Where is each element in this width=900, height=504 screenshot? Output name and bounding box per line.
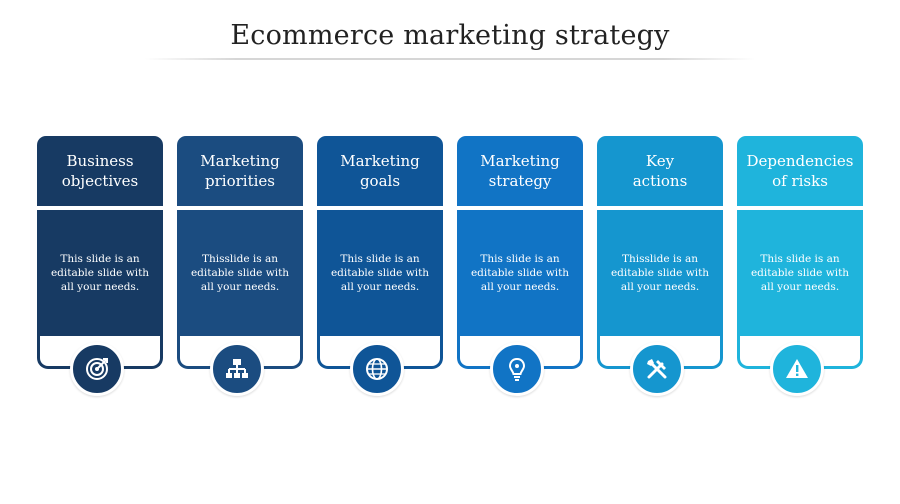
page-title: Ecommerce marketing strategy — [230, 20, 670, 51]
column-header-line2: of risks — [772, 172, 828, 190]
column-header-line1: Key — [645, 152, 675, 170]
column-body: Thisslide is an editable slide with all … — [597, 210, 723, 336]
column-header-line1: Marketing — [200, 152, 280, 170]
column-body-text: This slide is an editable slide with all… — [330, 253, 430, 293]
column-body: This slide is an editable slide with all… — [37, 210, 163, 336]
warning-icon — [770, 342, 824, 396]
column-body: This slide is an editable slide with all… — [737, 210, 863, 336]
column-header-line1: Marketing — [340, 152, 420, 170]
lightbulb-icon — [490, 342, 544, 396]
column-header: Marketing strategy — [457, 136, 583, 206]
column-body: Thisslide is an editable slide with all … — [177, 210, 303, 336]
column-body-text: This slide is an editable slide with all… — [470, 253, 570, 293]
column-marketing-goals: Marketing goals This slide is an editable… — [317, 136, 443, 396]
title-divider — [145, 58, 755, 60]
column-key-actions: Key actions Thisslide is an editable slid… — [597, 136, 723, 396]
column-header-line2: objectives — [61, 172, 139, 190]
column-marketing-strategy: Marketing strategy This slide is an edita… — [457, 136, 583, 396]
column-divider — [457, 206, 583, 210]
target-icon — [70, 342, 124, 396]
strategy-columns: Business objectives This slide is an edit… — [37, 136, 863, 396]
column-header-line2: goals — [359, 172, 401, 190]
column-header: Key actions — [597, 136, 723, 206]
column-header: Dependencies of risks — [737, 136, 863, 206]
column-divider — [597, 206, 723, 210]
column-divider — [737, 206, 863, 210]
column-header-line1: Dependencies — [746, 152, 854, 170]
column-divider — [37, 206, 163, 210]
hierarchy-icon — [210, 342, 264, 396]
column-header-line2: actions — [632, 172, 688, 190]
column-header: Marketing goals — [317, 136, 443, 206]
column-marketing-priorities: Marketing priorities Thisslide is an edit… — [177, 136, 303, 396]
column-header-line2: strategy — [488, 172, 552, 190]
column-body: This slide is an editable slide with all… — [317, 210, 443, 336]
column-business-objectives: Business objectives This slide is an edit… — [37, 136, 163, 396]
column-divider — [177, 206, 303, 210]
column-header-line1: Business — [66, 152, 134, 170]
column-header-line2: priorities — [205, 172, 275, 190]
globe-icon — [350, 342, 404, 396]
column-body: This slide is an editable slide with all… — [457, 210, 583, 336]
column-dependencies-of-risks: Dependencies of risks This slide is an ed… — [737, 136, 863, 396]
tools-icon — [630, 342, 684, 396]
column-body-text: This slide is an editable slide with all… — [750, 253, 850, 293]
column-body-text: Thisslide is an editable slide with all … — [610, 253, 710, 293]
column-header: Marketing priorities — [177, 136, 303, 206]
column-header-line1: Marketing — [480, 152, 560, 170]
column-divider — [317, 206, 443, 210]
column-header: Business objectives — [37, 136, 163, 206]
column-body-text: This slide is an editable slide with all… — [50, 253, 150, 293]
column-body-text: Thisslide is an editable slide with all … — [190, 253, 290, 293]
